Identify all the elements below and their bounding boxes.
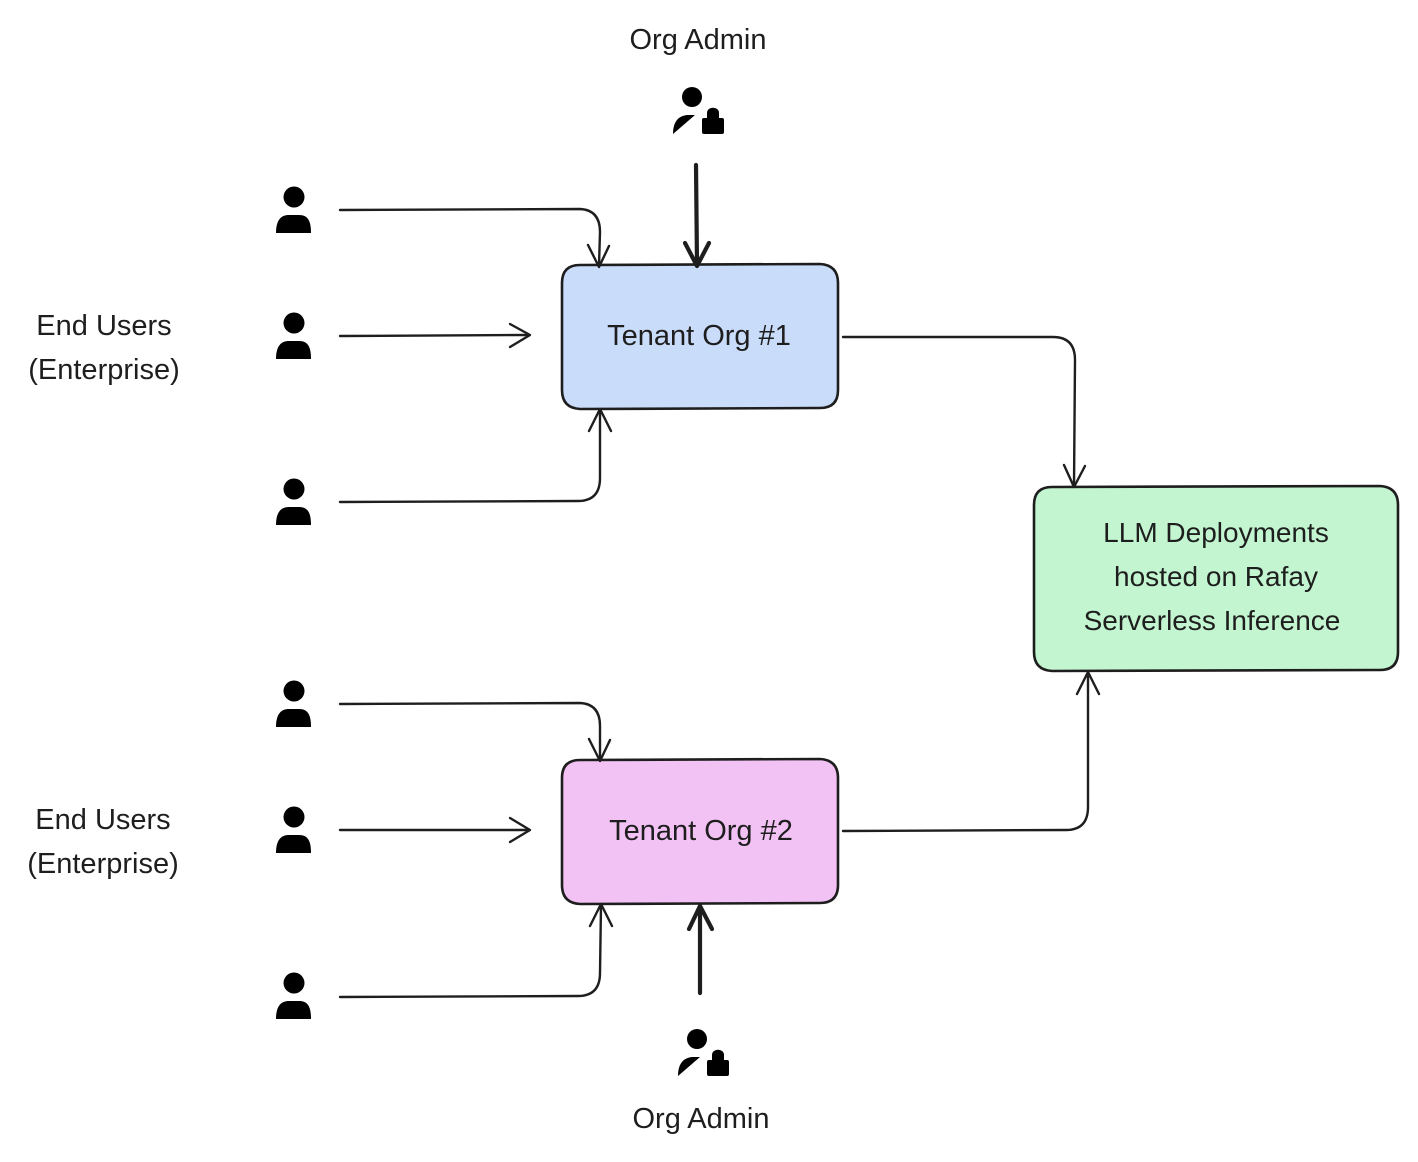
end-users-label-1-line-1: End Users — [36, 310, 171, 342]
edge-tenant2-to-llm — [841, 670, 1101, 833]
user-plus-icon — [276, 312, 332, 359]
org-admin-label-bottom: Org Admin — [633, 1103, 770, 1135]
tenant-org-2-box — [560, 757, 840, 906]
llm-label-line-1: LLM Deployments — [1103, 517, 1329, 548]
llm-deployments-box — [1032, 484, 1400, 673]
edge-user3-to-tenant1 — [338, 407, 613, 504]
user-plus-icon — [276, 186, 332, 233]
edge-user6-to-tenant2 — [338, 902, 614, 999]
end-users-label-2-line-2: (Enterprise) — [27, 848, 179, 880]
llm-deployments-node[interactable]: LLM Deployments hosted on Rafay Serverle… — [1032, 484, 1400, 673]
edge-tenant1-to-llm — [841, 335, 1087, 489]
edge-user2-to-tenant1 — [338, 322, 532, 349]
llm-label-line-3: Serverless Inference — [1084, 605, 1341, 636]
end-users-label-2-line-1: End Users — [35, 804, 170, 836]
edge-admin-to-tenant2 — [686, 903, 715, 996]
tenant-org-1-label: Tenant Org #1 — [607, 320, 791, 352]
end-users-label-1-line-2: (Enterprise) — [28, 354, 180, 386]
edge-admin-to-tenant1 — [682, 162, 712, 269]
edge-user1-to-tenant1 — [338, 207, 611, 269]
edge-user5-to-tenant2 — [338, 816, 532, 844]
user-lock-icon — [678, 1029, 729, 1076]
llm-label-line-2: hosted on Rafay — [1114, 561, 1318, 592]
org-admin-label-top: Org Admin — [630, 24, 767, 56]
user-plus-icon — [276, 806, 332, 853]
tenant-org-2-label: Tenant Org #2 — [609, 815, 793, 847]
user-plus-icon — [276, 478, 332, 525]
tenant-org-1-box — [560, 262, 840, 411]
user-plus-icon — [276, 972, 332, 1019]
user-plus-icon — [276, 680, 332, 727]
user-lock-icon — [673, 87, 724, 134]
tenant-org-2-node[interactable]: Tenant Org #2 — [560, 757, 840, 906]
tenant-org-1-node[interactable]: Tenant Org #1 — [560, 262, 840, 411]
edge-user4-to-tenant2 — [338, 701, 612, 763]
